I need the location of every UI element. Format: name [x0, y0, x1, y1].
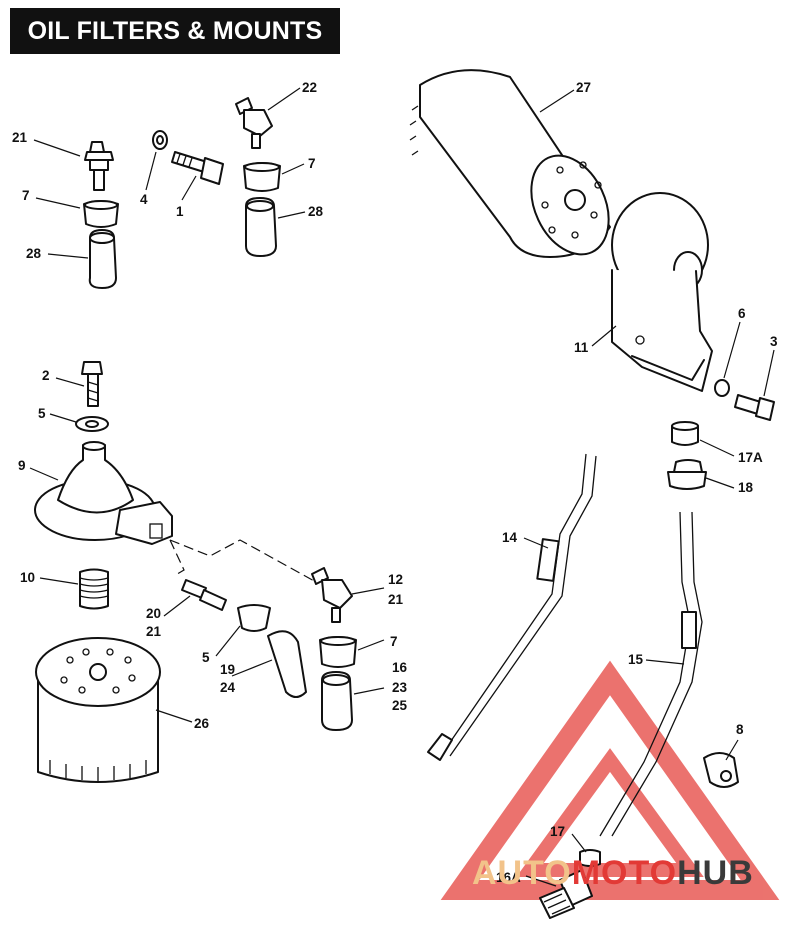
callout-5-middle: 5 [202, 650, 210, 665]
callout-18: 18 [738, 480, 754, 495]
callout-28-top: 28 [308, 204, 324, 219]
callout-15: 15 [628, 652, 644, 667]
callout-8: 8 [736, 722, 744, 737]
part-hose-19 [267, 630, 307, 698]
callout-17: 17 [550, 824, 565, 839]
callout-9: 9 [18, 458, 26, 473]
callout-16a: 16A [496, 870, 521, 885]
callout-7-lower: 7 [390, 634, 398, 649]
part-hose-28-top-left [88, 229, 117, 289]
diagram-title-bar: OIL FILTERS & MOUNTS [10, 8, 340, 54]
part-adapter-17a [671, 421, 699, 446]
callout-21-right: 21 [388, 592, 404, 607]
callout-2: 2 [42, 368, 50, 383]
watermark-text: AUTOMOTOHUB [472, 854, 754, 892]
callout-12: 12 [388, 572, 403, 587]
watermark-text-hub: HUB [677, 854, 754, 892]
callout-7-top: 7 [308, 156, 316, 171]
part-bolt-1 [171, 151, 224, 185]
callout-14: 14 [502, 530, 518, 545]
watermark-text-moto: MOTO [572, 854, 677, 892]
callout-20: 20 [146, 606, 161, 621]
callout-27: 27 [576, 80, 591, 95]
callout-16: 16 [392, 660, 408, 675]
part-spin-on-filter-26 [35, 637, 161, 783]
part-fitting-16a [539, 869, 593, 919]
part-filter-mount-9 [34, 441, 173, 545]
part-canister-filter-27 [409, 69, 611, 258]
callout-3: 3 [770, 334, 778, 349]
watermark-text-auto: AUTO [472, 854, 572, 892]
callout-28-top-left: 28 [26, 246, 42, 261]
callout-labels: 21 7 28 4 1 22 7 28 27 11 6 3 17A 18 2 5… [12, 80, 778, 885]
callout-22: 22 [302, 80, 317, 95]
part-fitting-20 [181, 579, 227, 611]
part-oil-tube-15 [599, 511, 703, 837]
part-fitting-21-top [84, 141, 114, 191]
callout-25: 25 [392, 698, 408, 713]
callout-26: 26 [194, 716, 210, 731]
part-elbow-22 [235, 97, 273, 149]
part-bolt-2 [81, 361, 103, 407]
callout-6: 6 [738, 306, 746, 321]
part-elbow-12 [311, 567, 353, 623]
part-nipple-10 [79, 568, 109, 610]
part-washer-6 [714, 379, 730, 397]
watermark-triangle-outer [440, 660, 780, 900]
part-clamp-8 [703, 752, 739, 788]
part-clamp-7-lower [319, 636, 357, 668]
callout-21-middle: 21 [146, 624, 162, 639]
diagram-title: OIL FILTERS & MOUNTS [27, 16, 323, 45]
part-clamp-5 [237, 604, 271, 632]
callout-17a: 17A [738, 450, 763, 465]
part-hose-16 [321, 671, 353, 731]
callout-7-top-left: 7 [22, 188, 30, 203]
part-ring-17 [579, 849, 601, 867]
part-washer-5-left [75, 416, 109, 432]
callout-19: 19 [220, 662, 235, 677]
callout-11: 11 [574, 340, 589, 355]
part-filter-mount-11 [611, 192, 713, 392]
part-nipple-18 [667, 459, 707, 490]
part-bolt-3 [734, 394, 775, 421]
callout-4: 4 [140, 192, 148, 207]
part-hose-28-top [245, 197, 277, 257]
callout-5-left: 5 [38, 406, 46, 421]
callout-21-top: 21 [12, 130, 28, 145]
callout-24: 24 [220, 680, 236, 695]
svg-text:AUTOMOTOHUB: AUTOMOTOHUB [472, 854, 754, 892]
watermark-logo [440, 660, 780, 900]
part-clamp-7-top-left [83, 200, 119, 228]
callout-1: 1 [176, 204, 184, 219]
callout-10: 10 [20, 570, 35, 585]
watermark-triangle-inner [516, 748, 704, 877]
callout-23: 23 [392, 680, 408, 695]
part-oil-tube-14 [427, 453, 597, 761]
leader-lines [29, 87, 775, 887]
part-clamp-7-top [243, 162, 281, 192]
part-washer-4 [152, 130, 168, 150]
